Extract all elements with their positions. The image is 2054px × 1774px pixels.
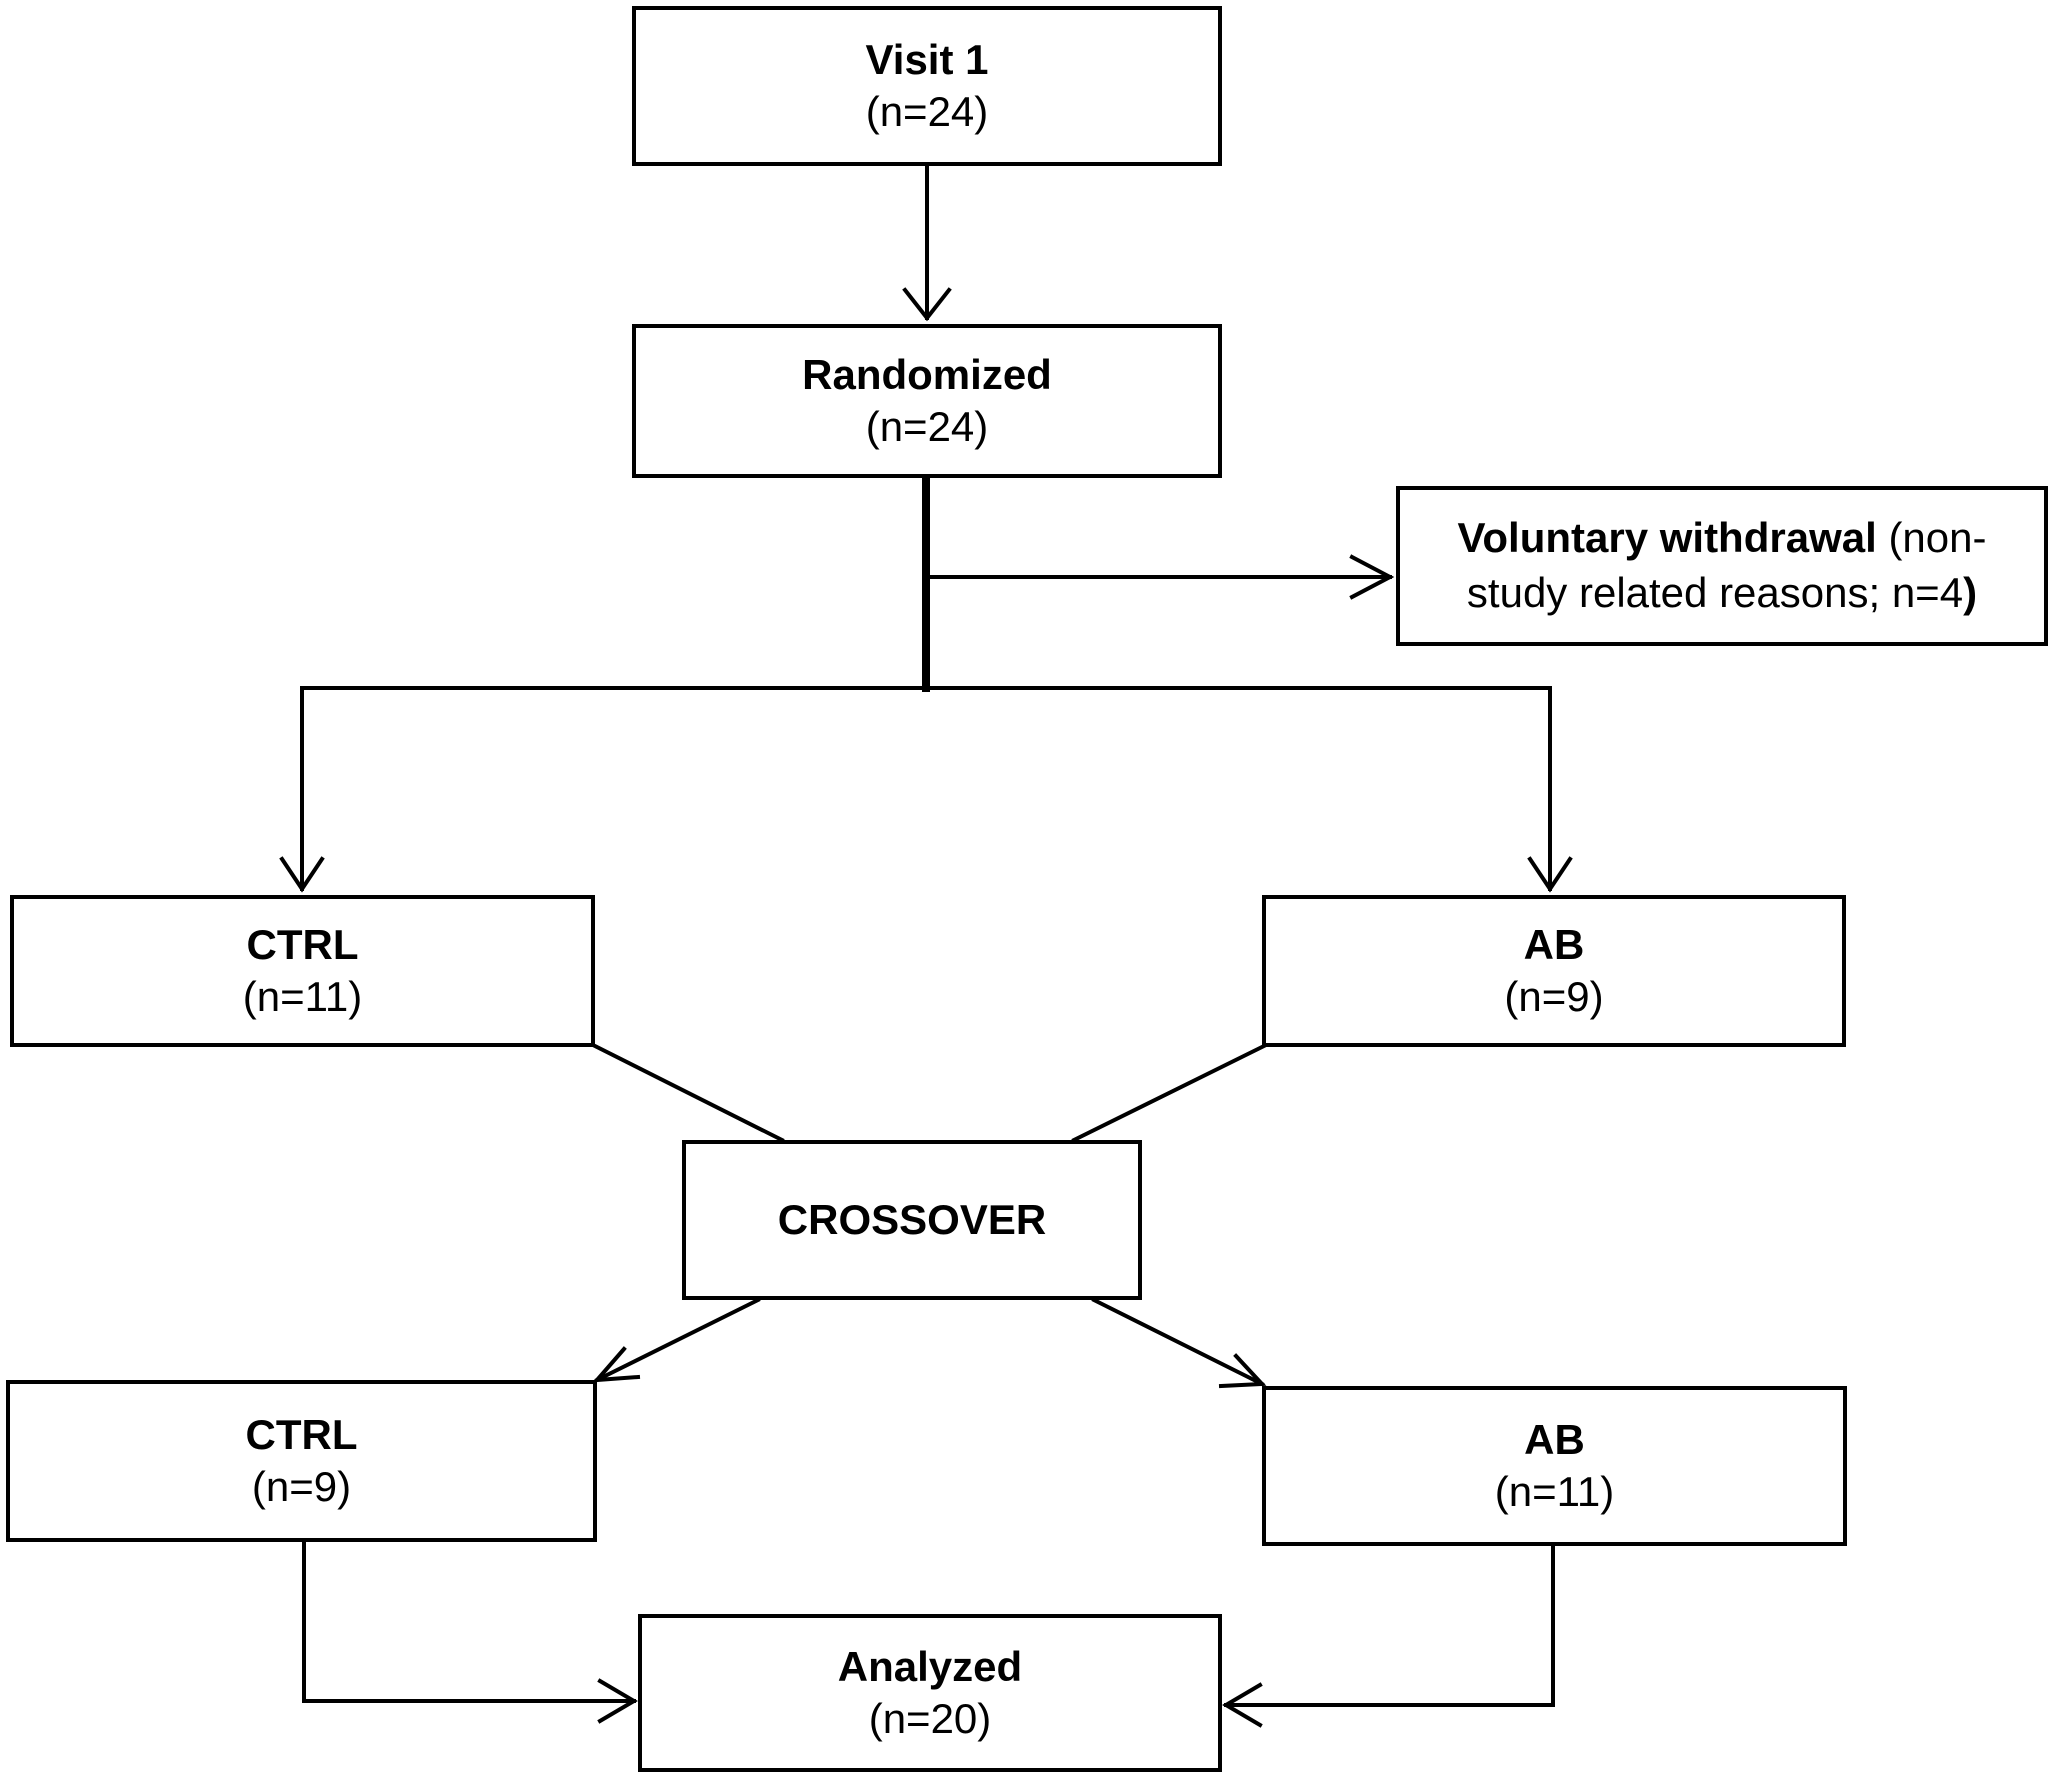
- withdrawal-text-a: (non-: [1876, 514, 1987, 562]
- arrowhead-ab-first: [1527, 856, 1573, 893]
- withdrawal-line-2: study related reasons; n=4): [1467, 566, 1977, 621]
- arrowhead-ctrl-first: [279, 856, 325, 893]
- ctrl-first-box: CTRL (n=11): [10, 895, 595, 1047]
- withdrawal-close-paren: ): [1963, 569, 1978, 616]
- withdrawal-text-b: study related reasons; n=4: [1466, 569, 1964, 616]
- arrowhead-analyzed-right: [1222, 1682, 1263, 1728]
- arrow-crossover-to-ctrl-second: [594, 1297, 761, 1383]
- crossover-box: CROSSOVER: [682, 1140, 1142, 1300]
- ab-second-box: AB (n=11): [1262, 1386, 1847, 1546]
- withdrawal-title: Voluntary withdrawal: [1457, 514, 1877, 562]
- ab-first-title: AB: [1523, 920, 1585, 968]
- arrowhead-ctrl-second: [592, 1346, 641, 1383]
- crossover-title: CROSSOVER: [777, 1195, 1047, 1243]
- arrow-crossover-to-ab-second: [1091, 1297, 1265, 1387]
- arrowhead-withdrawal: [1349, 554, 1395, 600]
- analyzed-title: Analyzed: [837, 1642, 1023, 1690]
- arrowhead-analyzed-left: [597, 1678, 638, 1724]
- randomized-title: Randomized: [802, 350, 1052, 398]
- withdrawal-box: Voluntary withdrawal (non- study related…: [1396, 486, 2048, 646]
- ctrl-second-count: (n=9): [251, 1463, 352, 1510]
- ab-second-count: (n=11): [1494, 1468, 1615, 1515]
- ctrl-first-title: CTRL: [246, 920, 359, 968]
- ctrl-first-count: (n=11): [242, 973, 363, 1020]
- ab-second-title: AB: [1524, 1415, 1585, 1463]
- visit1-title: Visit 1: [865, 35, 989, 83]
- visit1-count: (n=24): [865, 88, 989, 135]
- line-ab-to-crossover: [1071, 1043, 1267, 1143]
- randomized-count: (n=24): [865, 403, 989, 450]
- randomized-box: Randomized (n=24): [632, 324, 1222, 478]
- arrow-ab-second-to-analyzed: [1224, 1544, 1555, 1707]
- ctrl-second-title: CTRL: [245, 1410, 358, 1458]
- arrowhead-ab-second: [1218, 1353, 1267, 1389]
- ab-first-box: AB (n=9): [1262, 895, 1846, 1047]
- ab-first-count: (n=9): [1504, 973, 1604, 1020]
- visit1-box: Visit 1 (n=24): [632, 6, 1222, 166]
- withdrawal-line-1: Voluntary withdrawal (non-: [1457, 511, 1986, 566]
- arrowhead-randomized: [902, 287, 952, 322]
- line-ctrl-to-crossover: [592, 1043, 785, 1143]
- arrow-ctrl-second-to-analyzed: [302, 1540, 636, 1703]
- analyzed-count: (n=20): [868, 1695, 992, 1742]
- ctrl-second-box: CTRL (n=9): [6, 1380, 597, 1542]
- analyzed-box: Analyzed (n=20): [638, 1614, 1222, 1772]
